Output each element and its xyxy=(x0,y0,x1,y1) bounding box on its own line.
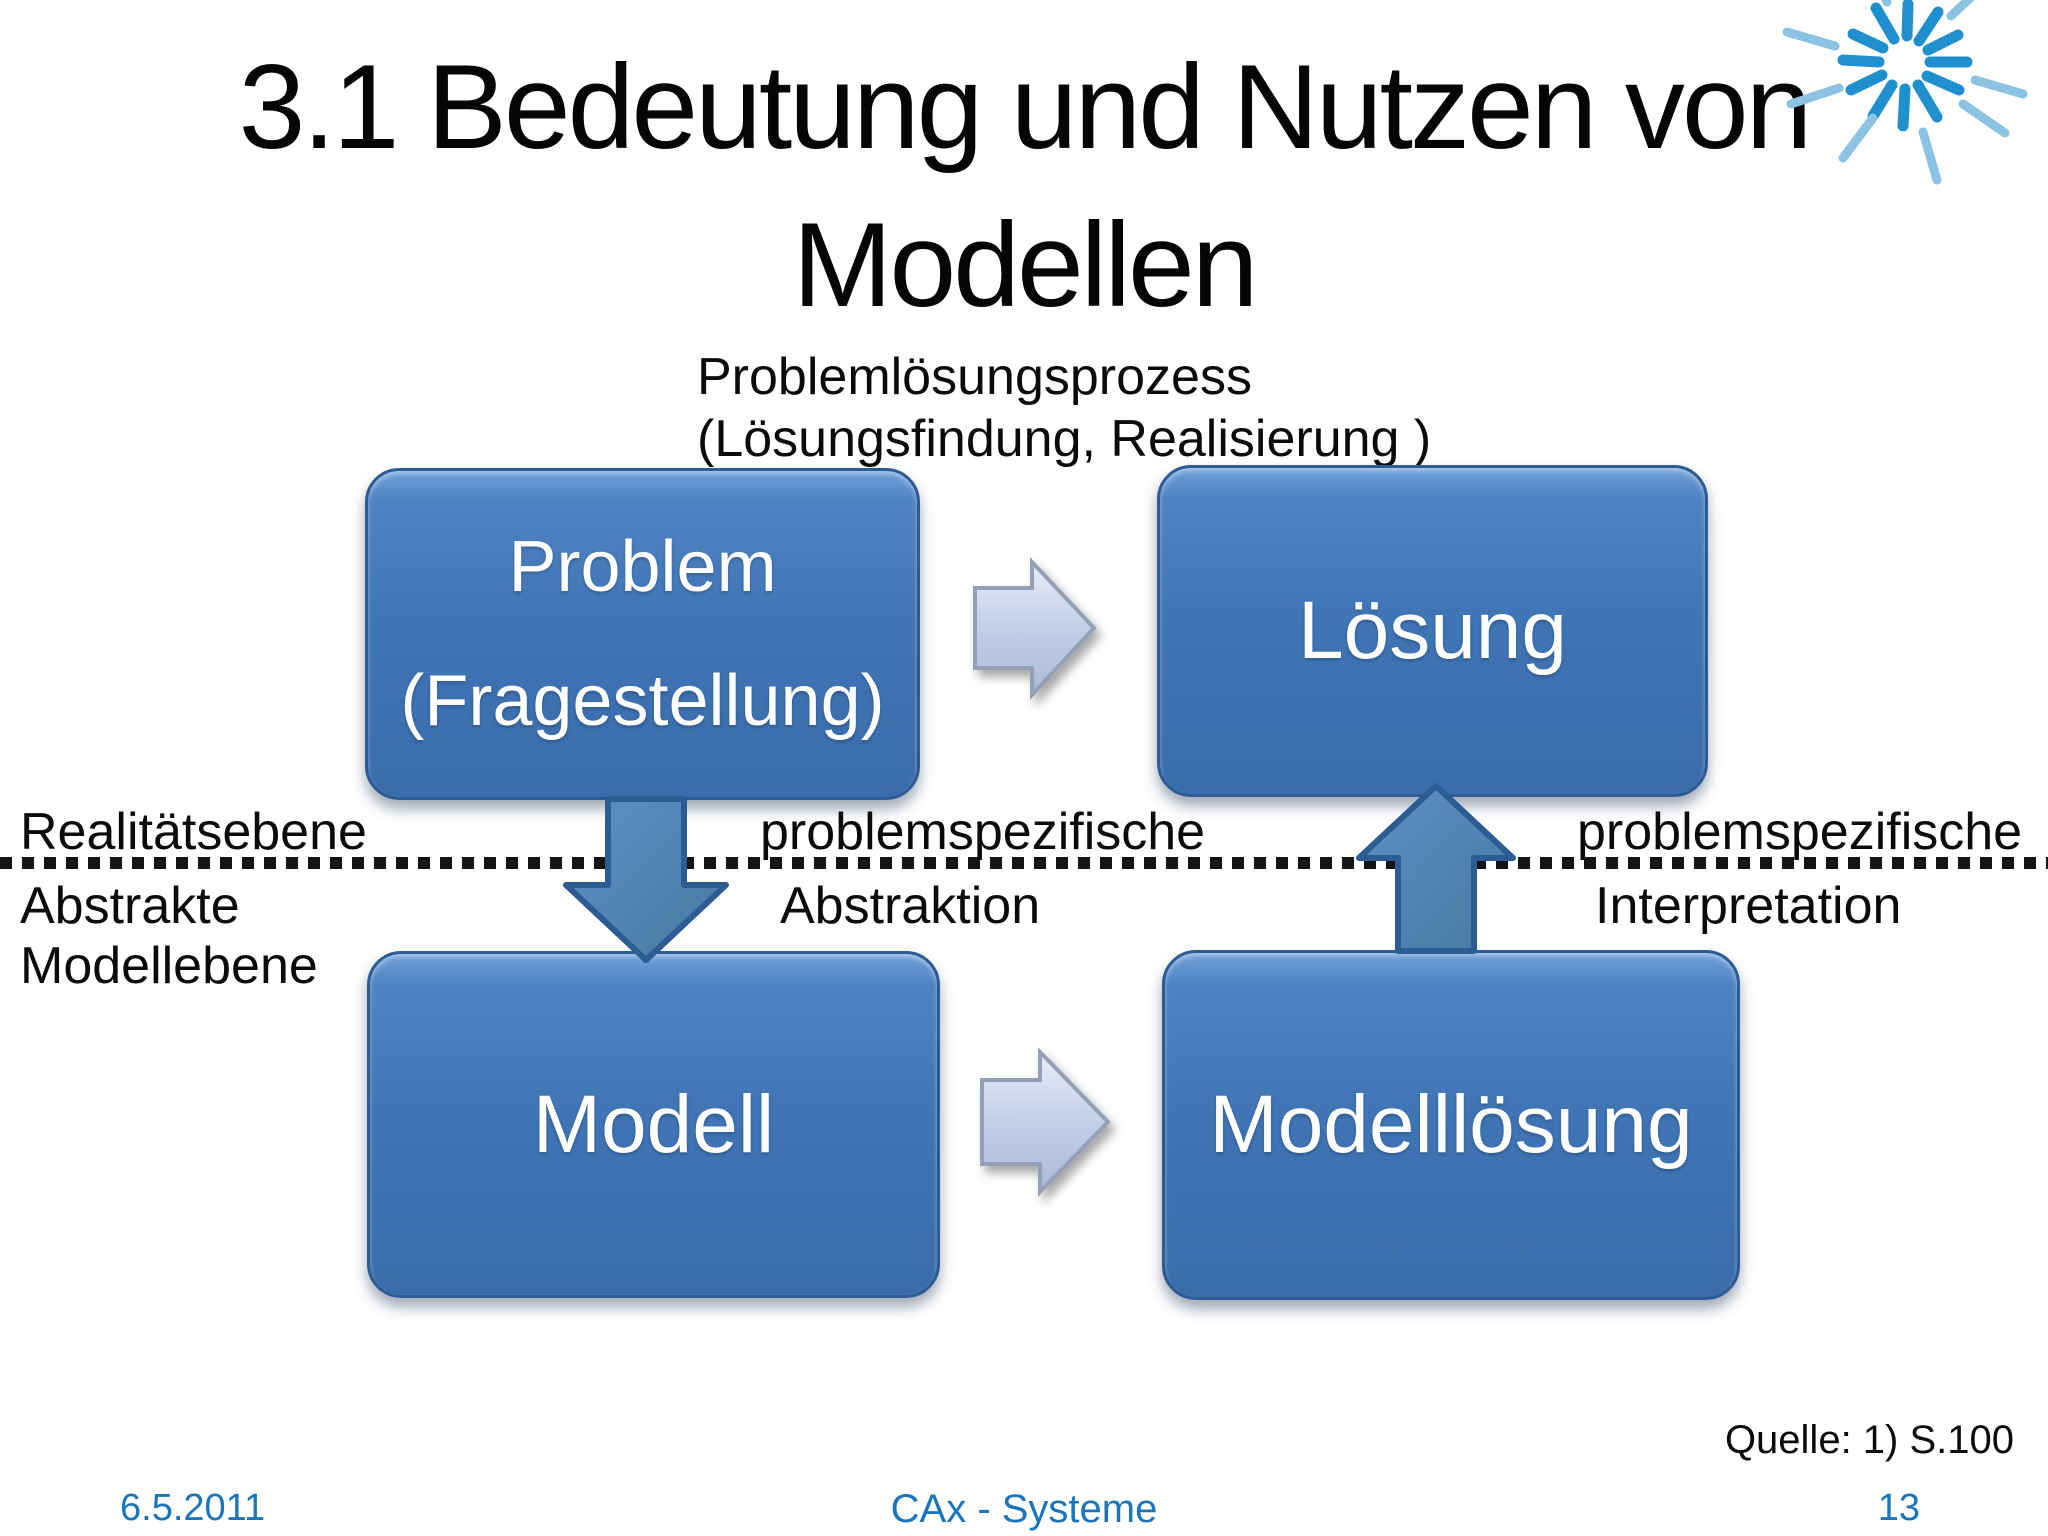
abstraction-label-top: problemspezifische xyxy=(760,803,1206,861)
footer-page-number: 13 xyxy=(1877,1487,1920,1529)
interpretation-label-bottom: Interpretation xyxy=(1595,877,1902,935)
modellloesung-box-label: Modelllösung xyxy=(1209,1079,1693,1170)
abstraction-label-bottom: Abstraktion xyxy=(780,877,1041,935)
arrow-right-icon xyxy=(973,556,1097,701)
problem-box: Problem (Fragestellung) xyxy=(365,468,920,800)
arrow-down-icon xyxy=(563,796,729,963)
modellloesung-box: Modelllösung xyxy=(1162,950,1740,1300)
modell-box: Modell xyxy=(367,951,940,1298)
reality-model-divider xyxy=(0,857,2048,869)
process-label-line2: (Lösungsfindung, Realisierung ) xyxy=(697,410,1432,468)
page-title: 3.1 Bedeutung und Nutzen von Modellen xyxy=(0,28,2048,345)
source-note: Quelle: 1) S.100 xyxy=(1724,1418,2014,1462)
process-label: Problemlösungsprozess (Lösungsfindung, R… xyxy=(697,346,1431,470)
footer-title: CAx - Systeme xyxy=(890,1487,1158,1531)
loesung-box: Lösung xyxy=(1157,465,1708,797)
page-title-line1: 3.1 Bedeutung und Nutzen von xyxy=(238,40,1813,174)
interpretation-label-top: problemspezifische xyxy=(1577,803,2023,861)
reality-level-label: Realitätsebene xyxy=(20,803,367,861)
abstract-level-label-line2: Modellebene xyxy=(20,937,318,995)
abstract-level-label-line1: Abstrakte xyxy=(20,877,240,935)
starburst-icon xyxy=(1782,0,2028,185)
footer-date: 6.5.2011 xyxy=(120,1487,266,1529)
loesung-box-label: Lösung xyxy=(1297,585,1568,676)
arrow-right-icon xyxy=(980,1047,1111,1197)
problem-box-line1: Problem xyxy=(508,527,777,607)
page-title-line2: Modellen xyxy=(792,198,1259,333)
abstract-level-label: Abstrakte Modellebene xyxy=(20,876,318,996)
process-label-line1: Problemlösungsprozess xyxy=(697,348,1252,406)
problem-box-line2: (Fragestellung) xyxy=(400,661,885,741)
modell-box-label: Modell xyxy=(532,1078,775,1170)
